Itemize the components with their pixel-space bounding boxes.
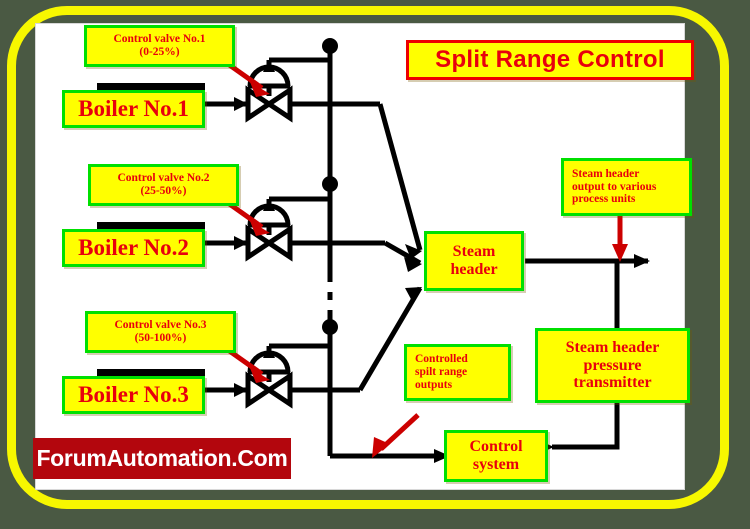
steam-header-box: Steam header: [424, 231, 524, 291]
boiler-box-1: Boiler No.1: [62, 90, 205, 128]
callout-steam-header-output: Steam header output to various process u…: [561, 158, 692, 216]
callout-valve2-line2: (25-50%): [140, 185, 187, 197]
arrowhead-callout-split-range: [372, 437, 390, 458]
pipe-steam3-to-header: [357, 286, 423, 392]
valve3-body: [245, 371, 293, 409]
header-output-line3: process units: [572, 193, 636, 206]
pipe-arrowheads: [234, 97, 650, 463]
boiler-drum-3: [97, 369, 205, 376]
callout-control-valve-2: Control valve No.2 (25-50%): [88, 164, 239, 206]
arrowhead-to-control-system: [434, 449, 450, 463]
callout-split-range-outputs: Controlled spilt range outputs: [404, 344, 511, 401]
boiler-box-3: Boiler No.3: [62, 376, 205, 414]
boiler-box-2: Boiler No.2: [62, 229, 205, 267]
pipe-steam1-to-header: [377, 103, 423, 251]
pressure-transmitter-box: Steam header pressure transmitter: [535, 328, 690, 403]
bus-dot-valve3: [322, 319, 338, 335]
control-system-line1: Control: [469, 438, 523, 456]
transmitter-line3: transmitter: [573, 374, 652, 392]
arrow-callout-valve2: [226, 200, 264, 230]
callout-valve1-line2: (0-25%): [139, 46, 180, 58]
arrowhead-callout-header-output: [612, 244, 628, 262]
arrowhead-steam1-header: [405, 244, 422, 259]
header-output-line2: output to various: [572, 180, 657, 193]
page-title: Split Range Control: [406, 40, 694, 80]
signal-transmitter-to-control: [552, 400, 620, 450]
callout-valve2-line1: Control valve No.2: [117, 172, 210, 185]
boiler-drum-1: [97, 83, 205, 90]
split-range-line2: spilt range: [415, 366, 468, 379]
bus-junctions: [322, 38, 338, 335]
valve2-stem-arrow: [263, 199, 275, 211]
arrowhead-boiler3: [234, 383, 248, 397]
pipe-steam2-to-header: [383, 240, 422, 266]
arrowhead-callout-valve3: [250, 368, 270, 383]
split-range-line3: outputs: [415, 378, 453, 391]
control-system-line2: system: [472, 456, 520, 473]
arrow-callout-valve3: [226, 347, 264, 377]
arrow-callout-valve1: [226, 61, 264, 91]
valve1-stem-arrow: [263, 60, 275, 72]
annotation-arrows: [226, 61, 623, 451]
arrowhead-callout-valve1: [250, 82, 270, 97]
callout-valve3-line2: (50-100%): [134, 332, 187, 344]
arrowhead-steam2-header: [404, 257, 422, 272]
callout-valve1-line1: Control valve No.1: [113, 33, 206, 46]
arrowhead-header-output: [634, 254, 650, 268]
valve2-body: [245, 224, 293, 262]
bus-dot-valve1: [322, 38, 338, 54]
annotation-arrowheads: [250, 82, 628, 458]
split-range-line1: Controlled: [415, 353, 468, 366]
steam-header-line1: Steam: [452, 243, 496, 261]
steam-header-line2: header: [450, 261, 498, 278]
valve3-stem-arrow: [263, 346, 275, 358]
callout-control-valve-1: Control valve No.1 (0-25%): [84, 25, 235, 67]
control-system-box: Control system: [444, 430, 548, 482]
bus-dot-valve2: [322, 176, 338, 192]
header-output-line1: Steam header: [572, 167, 640, 180]
site-watermark: ForumAutomation.Com: [33, 438, 291, 479]
callout-valve3-line1: Control valve No.3: [114, 319, 207, 332]
boiler-drum-2: [97, 222, 205, 229]
arrowhead-callout-valve2: [250, 221, 270, 236]
arrowhead-boiler2: [234, 236, 248, 250]
valve1-body: [245, 85, 293, 123]
transmitter-line1: Steam header: [565, 338, 660, 356]
callout-control-valve-3: Control valve No.3 (50-100%): [85, 311, 236, 353]
arrowhead-steam3-header: [405, 287, 422, 301]
arrowhead-boiler1: [234, 97, 248, 111]
decorative-frame: [7, 6, 729, 509]
transmitter-line2: pressure: [583, 356, 642, 374]
